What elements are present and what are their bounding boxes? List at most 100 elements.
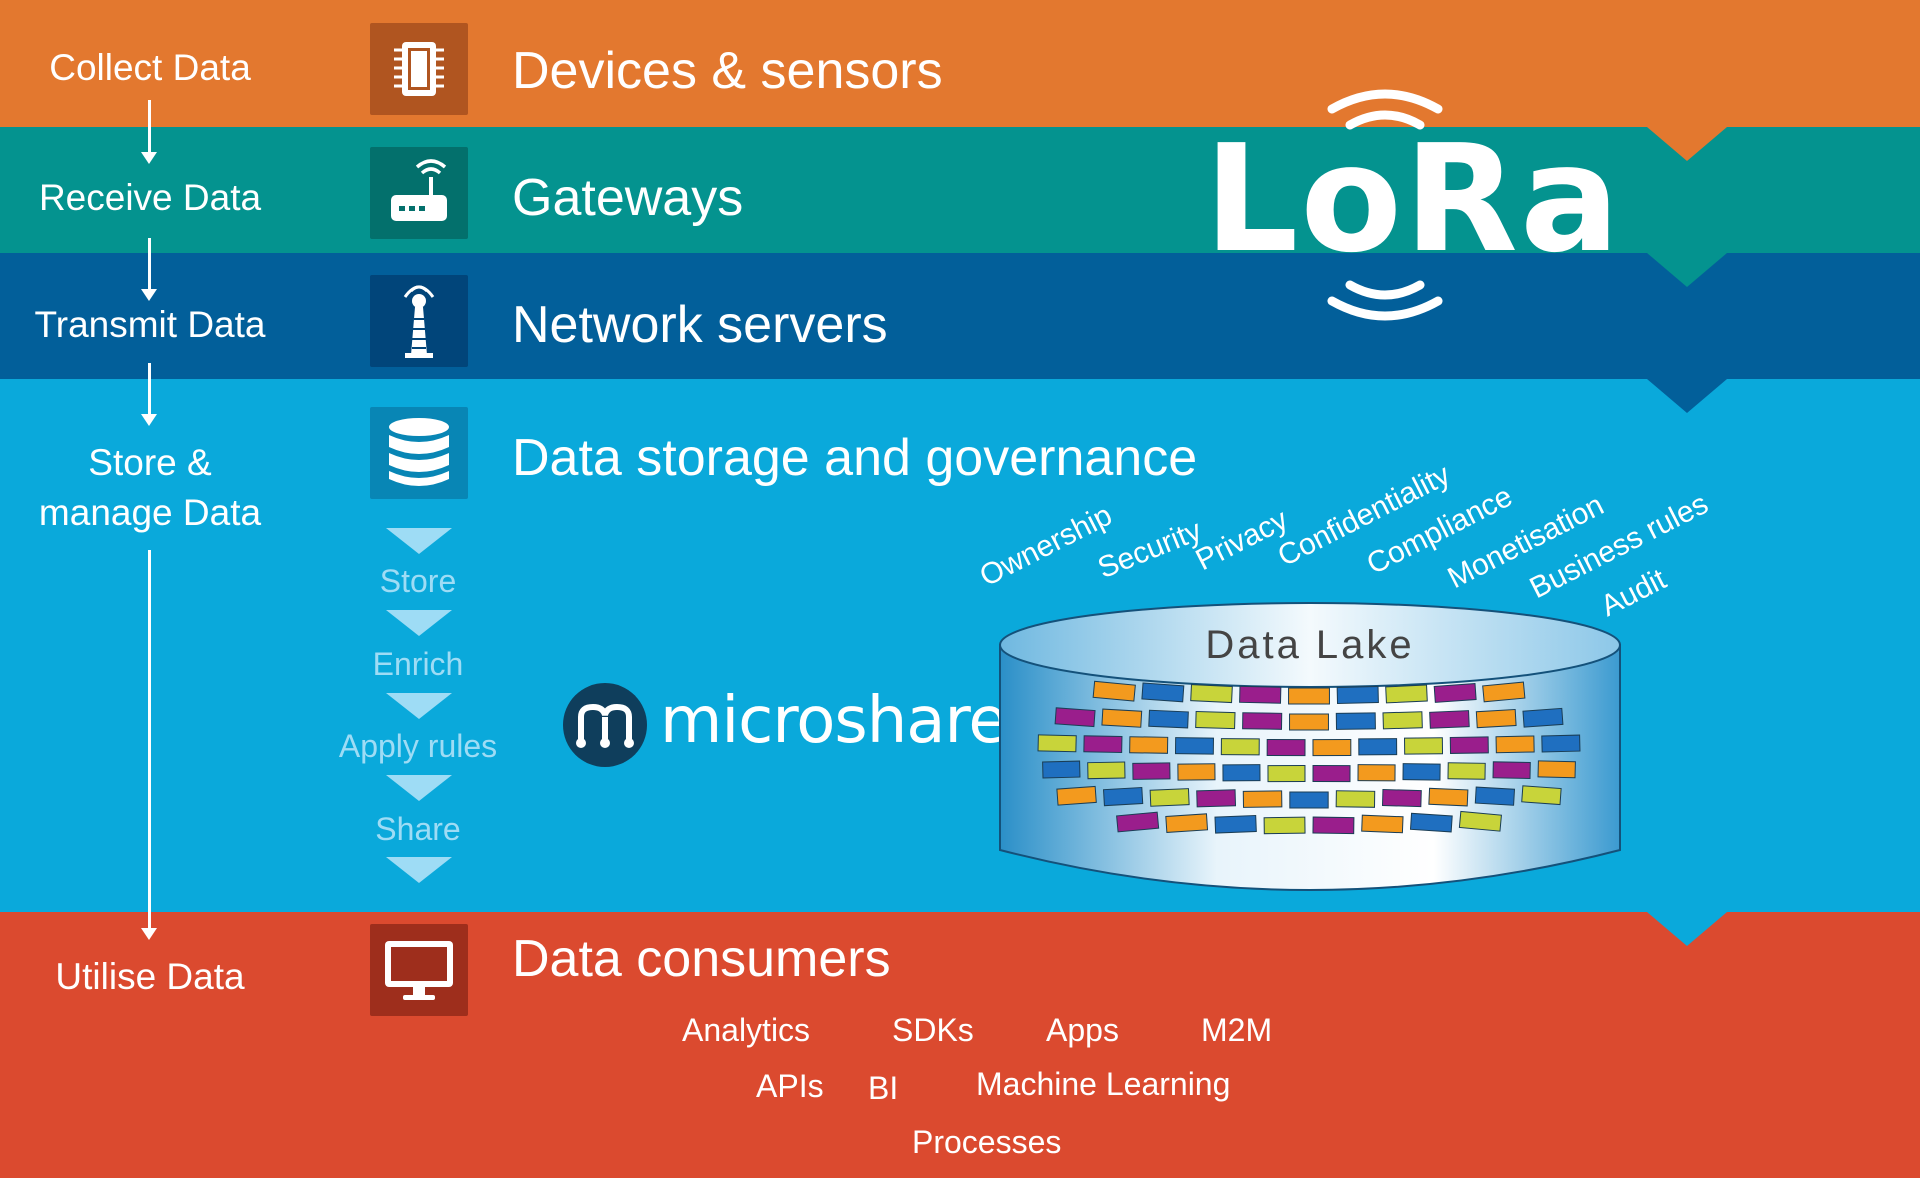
data-brick <box>1263 816 1306 835</box>
antenna-tower-icon <box>370 275 468 367</box>
data-brick <box>1541 734 1581 753</box>
data-brick <box>1054 707 1096 728</box>
data-brick <box>1312 739 1352 757</box>
consumer-apis: APIs <box>756 1068 824 1104</box>
stage-label-utilise: Utilise Data <box>55 956 245 997</box>
band-notch <box>1647 253 1727 287</box>
band-notch <box>1647 912 1727 946</box>
consumer-processes: Processes <box>912 1124 1062 1160</box>
data-brick <box>1288 687 1330 705</box>
flow-arrowhead <box>141 152 157 164</box>
data-brick <box>1402 763 1441 781</box>
consumer-m2m: M2M <box>1201 1012 1273 1048</box>
data-brick <box>1312 816 1355 835</box>
flow-arrowhead <box>141 928 157 940</box>
flow-line <box>148 363 151 415</box>
collect-band <box>0 0 1920 127</box>
data-lake-title: Data Lake <box>1205 623 1415 667</box>
transmit-band <box>0 253 1920 379</box>
data-brick <box>1382 711 1423 730</box>
data-brick <box>1358 738 1398 756</box>
data-brick <box>1132 762 1171 780</box>
database-icon <box>370 407 468 499</box>
flow-line <box>148 100 151 152</box>
data-brick <box>1266 739 1306 757</box>
step-arrow <box>386 528 452 554</box>
data-brick <box>1458 810 1502 832</box>
data-brick <box>1129 736 1169 754</box>
consumer-analytics: Analytics <box>682 1012 811 1048</box>
heading-data-consumers: Data consumers <box>512 930 891 988</box>
data-brick <box>1101 708 1143 728</box>
stage-label-collect: Collect Data <box>49 47 251 88</box>
data-brick <box>1312 765 1351 783</box>
data-brick <box>1482 681 1526 703</box>
data-brick <box>1336 685 1379 704</box>
data-brick <box>1495 735 1535 754</box>
data-brick <box>1190 684 1233 704</box>
data-brick <box>1267 765 1306 783</box>
step-arrow <box>386 775 452 801</box>
lora-logo-text: LoRa <box>1204 113 1622 285</box>
data-brick <box>1177 763 1216 781</box>
data-brick <box>1141 682 1185 703</box>
data-brick <box>1361 814 1404 834</box>
data-brick <box>1042 760 1081 779</box>
stage-label-transmit: Transmit Data <box>34 304 266 345</box>
data-brick <box>1381 789 1422 808</box>
data-brick <box>1521 785 1562 806</box>
data-brick <box>1289 791 1329 809</box>
consumer-apps: Apps <box>1046 1012 1119 1048</box>
data-brick <box>1522 707 1564 728</box>
data-brick <box>1385 684 1428 704</box>
data-brick <box>1335 712 1376 730</box>
step-arrow <box>386 857 452 883</box>
data-brick <box>1148 709 1189 729</box>
router-icon <box>370 147 468 239</box>
data-brick <box>1242 790 1283 808</box>
receive-band <box>0 127 1920 253</box>
data-brick <box>1220 738 1260 756</box>
flow-line <box>148 238 151 290</box>
step-enrich: Enrich <box>372 646 464 682</box>
heading-devices: Devices & sensors <box>512 42 943 100</box>
data-brick <box>1492 761 1531 780</box>
stage-label-receive: Receive Data <box>38 177 262 218</box>
step-apply-rules: Apply rules <box>338 728 498 764</box>
chip-icon <box>370 23 468 115</box>
flow-arrowhead <box>141 289 157 301</box>
data-brick <box>1404 737 1444 755</box>
consumer-bi: BI <box>868 1070 899 1106</box>
data-brick <box>1037 734 1077 753</box>
step-arrow <box>386 693 452 719</box>
data-brick <box>1357 764 1396 782</box>
flow-line <box>148 550 151 930</box>
stage-label-store-line2: manage Data <box>38 492 262 533</box>
data-brick <box>1092 680 1136 702</box>
data-brick <box>1056 785 1097 806</box>
microshare-logo-icon <box>563 683 647 767</box>
data-brick <box>1409 812 1453 833</box>
data-brick <box>1116 811 1160 833</box>
data-brick <box>1428 787 1469 807</box>
data-brick <box>1214 814 1257 834</box>
step-share: Share <box>375 811 461 847</box>
data-brick <box>1196 789 1237 808</box>
data-brick <box>1222 764 1261 782</box>
data-brick <box>1242 712 1283 730</box>
stage-label-store-line1: Store & <box>88 442 212 483</box>
heading-network-servers: Network servers <box>512 296 888 354</box>
data-brick <box>1083 735 1123 754</box>
data-brick <box>1195 711 1236 730</box>
heading-data-storage: Data storage and governance <box>512 429 1198 487</box>
lora-waves-icon <box>1327 89 1443 321</box>
data-brick <box>1102 786 1144 807</box>
stage-label-store: Store & manage Data <box>0 438 300 538</box>
data-brick <box>1335 790 1376 808</box>
utilise-band <box>0 912 1920 1178</box>
heading-gateways: Gateways <box>512 169 744 227</box>
flow-arrowhead <box>141 414 157 426</box>
step-store: Store <box>379 563 457 599</box>
band-notch <box>1647 379 1727 413</box>
data-lake-cylinder <box>999 602 1621 891</box>
